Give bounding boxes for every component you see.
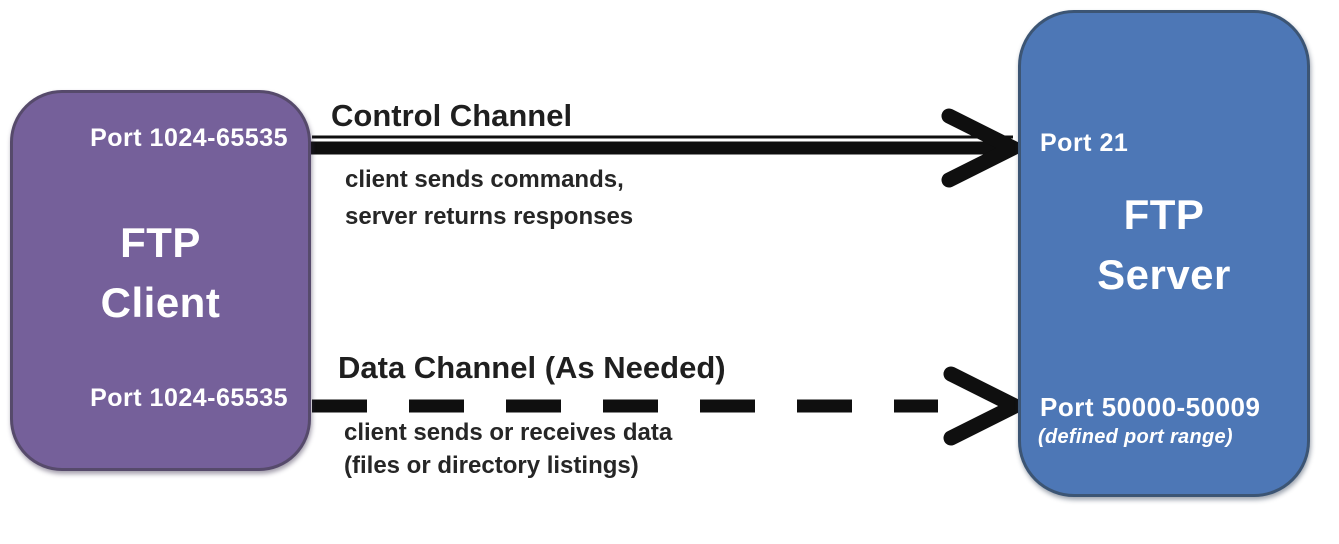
control-channel-description-line2: server returns responses bbox=[345, 203, 634, 230]
control-channel-title: Control Channel bbox=[331, 98, 573, 133]
client-title-line2: Client bbox=[100, 279, 221, 326]
data-channel-description-line2: (files or directory listings) bbox=[344, 452, 639, 479]
server-control-port-label: Port 21 bbox=[1040, 129, 1129, 157]
server-title-line1: FTP bbox=[1123, 191, 1205, 238]
ftp-server-box: Port 21 FTP Server Port 50000-50009 (def… bbox=[1018, 10, 1310, 497]
data-channel-title: Data Channel (As Needed) bbox=[338, 350, 726, 385]
server-data-port-label: Port 50000-50009 bbox=[1040, 392, 1261, 422]
control-channel-description-line1: client sends commands, bbox=[345, 166, 624, 193]
data-channel-arrowhead-icon bbox=[943, 366, 1032, 446]
client-data-port-label: Port 1024-65535 bbox=[90, 384, 288, 412]
server-port-range-note: (defined port range) bbox=[1038, 426, 1233, 448]
ftp-client-box: Port 1024-65535 FTP Client Port 1024-655… bbox=[10, 90, 311, 471]
control-channel-description: client sends commands, server returns re… bbox=[345, 161, 633, 235]
client-control-port-label: Port 1024-65535 bbox=[90, 124, 288, 152]
server-title-line2: Server bbox=[1097, 251, 1231, 298]
server-box-title: FTP Server bbox=[1021, 185, 1307, 305]
client-box-title: FTP Client bbox=[13, 213, 308, 333]
data-channel-description: client sends or receives data (files or … bbox=[344, 416, 672, 482]
client-title-line1: FTP bbox=[120, 219, 201, 266]
data-channel-description-line1: client sends or receives data bbox=[344, 419, 673, 446]
control-channel-arrowhead-icon bbox=[941, 108, 1030, 188]
